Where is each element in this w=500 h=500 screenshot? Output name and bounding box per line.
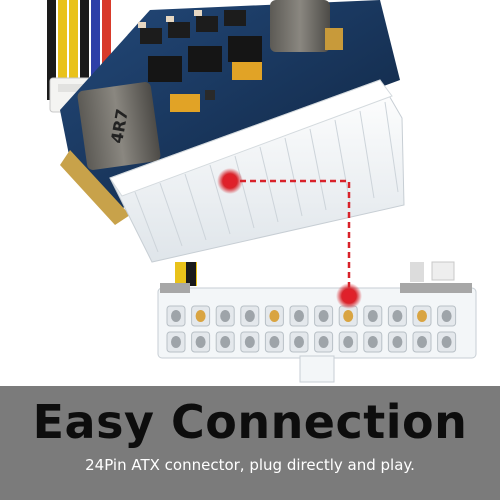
caption-band bbox=[0, 386, 500, 500]
connector-pin-hole bbox=[195, 336, 206, 348]
caption-subtitle: 24Pin ATX connector, plug directly and p… bbox=[85, 456, 415, 474]
inductor: 4R7 bbox=[77, 82, 161, 170]
connector-pin-hole bbox=[244, 310, 255, 322]
connector-pin-hole bbox=[171, 310, 181, 322]
connector-pin-hole bbox=[220, 310, 231, 322]
connector-pin-hole bbox=[392, 310, 403, 322]
connector-pin-hole bbox=[195, 310, 206, 322]
cable-24pin-connector bbox=[157, 261, 477, 383]
connector-pin-hole bbox=[171, 336, 181, 348]
caption-title: Easy Connection bbox=[32, 395, 468, 449]
connector-pin-hole bbox=[294, 310, 304, 322]
connector-pin-hole bbox=[343, 310, 354, 322]
connector-pin-hole bbox=[318, 336, 329, 348]
connector-pin-hole bbox=[367, 336, 378, 348]
product-illustration: 4R7 bbox=[47, 0, 477, 383]
power-wires bbox=[47, 0, 111, 100]
connector-pin-hole bbox=[220, 336, 231, 348]
connector-pin-hole bbox=[441, 310, 452, 322]
connector-pin-hole bbox=[343, 336, 354, 348]
connection-marker-top bbox=[217, 168, 243, 194]
connector-pin-hole bbox=[318, 310, 329, 322]
connector-pin-hole bbox=[244, 336, 255, 348]
board-24pin-connector bbox=[109, 79, 405, 263]
connector-pin-hole bbox=[392, 336, 403, 348]
leader-line bbox=[230, 179, 351, 296]
connector-pin-hole bbox=[269, 310, 280, 322]
connector-pin-hole bbox=[441, 336, 452, 348]
connector-pin-hole bbox=[417, 336, 427, 348]
connector-pin-hole bbox=[269, 336, 280, 348]
connector-pin-hole bbox=[294, 336, 304, 348]
connector-pin-hole bbox=[367, 310, 378, 322]
connector-pin-hole bbox=[417, 310, 427, 322]
connection-marker-bottom bbox=[336, 283, 362, 309]
